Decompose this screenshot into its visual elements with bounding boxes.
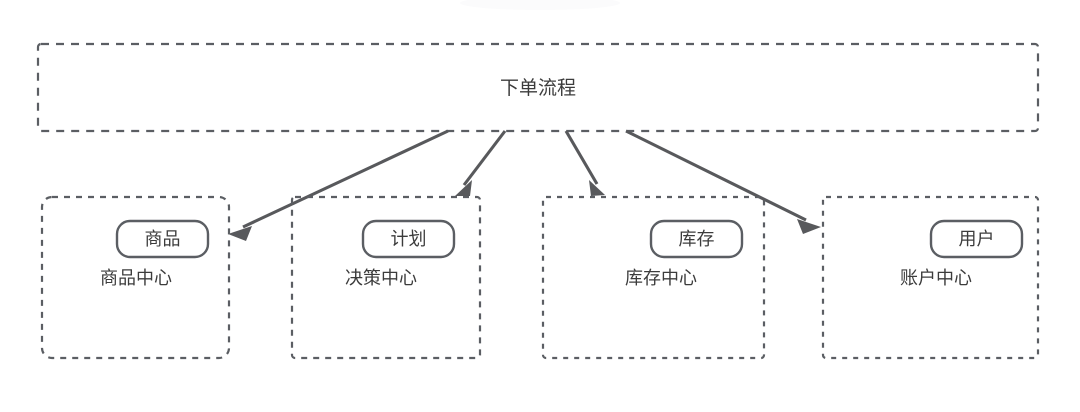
arrow-to-product-center-head	[228, 226, 252, 241]
account-center-pill[interactable]	[929, 219, 1024, 259]
decision-center-pill[interactable]	[361, 219, 456, 259]
product-center-label: 商品中心	[100, 268, 172, 288]
arrow-to-decision-center	[455, 130, 507, 196]
arrow-to-account-center-head	[797, 219, 821, 234]
top-faint-artifact	[460, 0, 620, 10]
account-center-pill-label: 用户	[959, 229, 995, 249]
product-center-pill-label: 商品	[145, 229, 181, 249]
account-center-label: 账户中心	[900, 268, 972, 288]
decision-center-pill-label: 计划	[391, 229, 427, 249]
center-group-inventory-center[interactable]: 库存 库存中心	[541, 195, 766, 360]
account-center-border	[821, 195, 1040, 360]
arrow-to-inventory-center	[564, 130, 605, 196]
product-center-pill[interactable]	[115, 219, 210, 259]
center-group-decision-center[interactable]: 计划 决策中心	[290, 195, 482, 360]
arrow-to-inventory-center-head	[589, 180, 605, 196]
arrow-to-product-center-line	[242, 129, 449, 229]
center-group-account-center[interactable]: 用户 账户中心	[821, 195, 1040, 360]
arrow-to-account-center-line	[625, 129, 807, 222]
decision-center-label: 决策中心	[345, 268, 417, 288]
arrow-to-decision-center-line	[462, 130, 507, 186]
top-group-order-flow[interactable]: 下单流程	[36, 42, 1040, 133]
arrow-to-account-center	[625, 129, 821, 234]
arrow-group	[228, 129, 821, 241]
inventory-center-pill-label: 库存	[679, 229, 715, 249]
top-group-border	[36, 42, 1040, 133]
arrow-to-inventory-center-line	[564, 130, 599, 185]
arrow-to-product-center	[228, 129, 449, 241]
inventory-center-border	[541, 195, 766, 360]
inventory-center-label: 库存中心	[625, 268, 697, 288]
center-group-product-center[interactable]: 商品 商品中心	[40, 195, 231, 360]
inventory-center-pill[interactable]	[649, 219, 744, 259]
top-group-title: 下单流程	[500, 77, 576, 99]
arrow-to-decision-center-head	[455, 180, 472, 196]
product-center-border	[40, 195, 231, 360]
decision-center-border	[290, 195, 482, 360]
